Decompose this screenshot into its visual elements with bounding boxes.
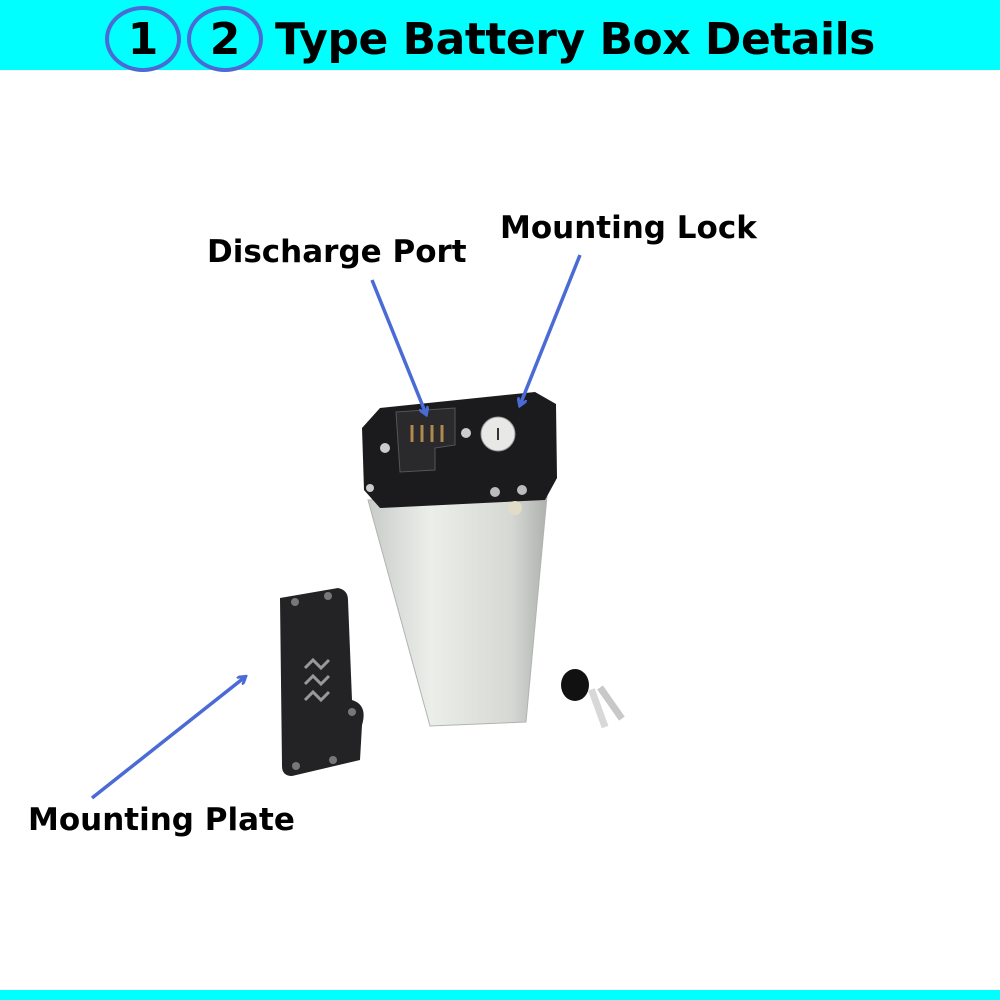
mounting-lock-label: Mounting Lock	[500, 210, 757, 246]
type-badge-1: 1	[105, 6, 181, 72]
page-title: 1 2 Type Battery Box Details	[105, 4, 875, 74]
mounting-plate-label: Mounting Plate	[28, 802, 295, 838]
title-text: Type Battery Box Details	[275, 13, 875, 65]
battery-cap	[362, 392, 557, 508]
discharge-port-arrow	[370, 279, 426, 414]
battery-body	[367, 495, 548, 727]
discharge-port-label: Discharge Port	[207, 234, 467, 270]
footer-stripe	[0, 990, 1000, 1000]
type-badge-2: 2	[187, 6, 263, 72]
keys-icon	[561, 669, 625, 729]
mounting-plate-arrow	[90, 677, 245, 800]
discharge-port-pins	[410, 425, 444, 442]
mounting-lock-arrow	[520, 254, 582, 405]
